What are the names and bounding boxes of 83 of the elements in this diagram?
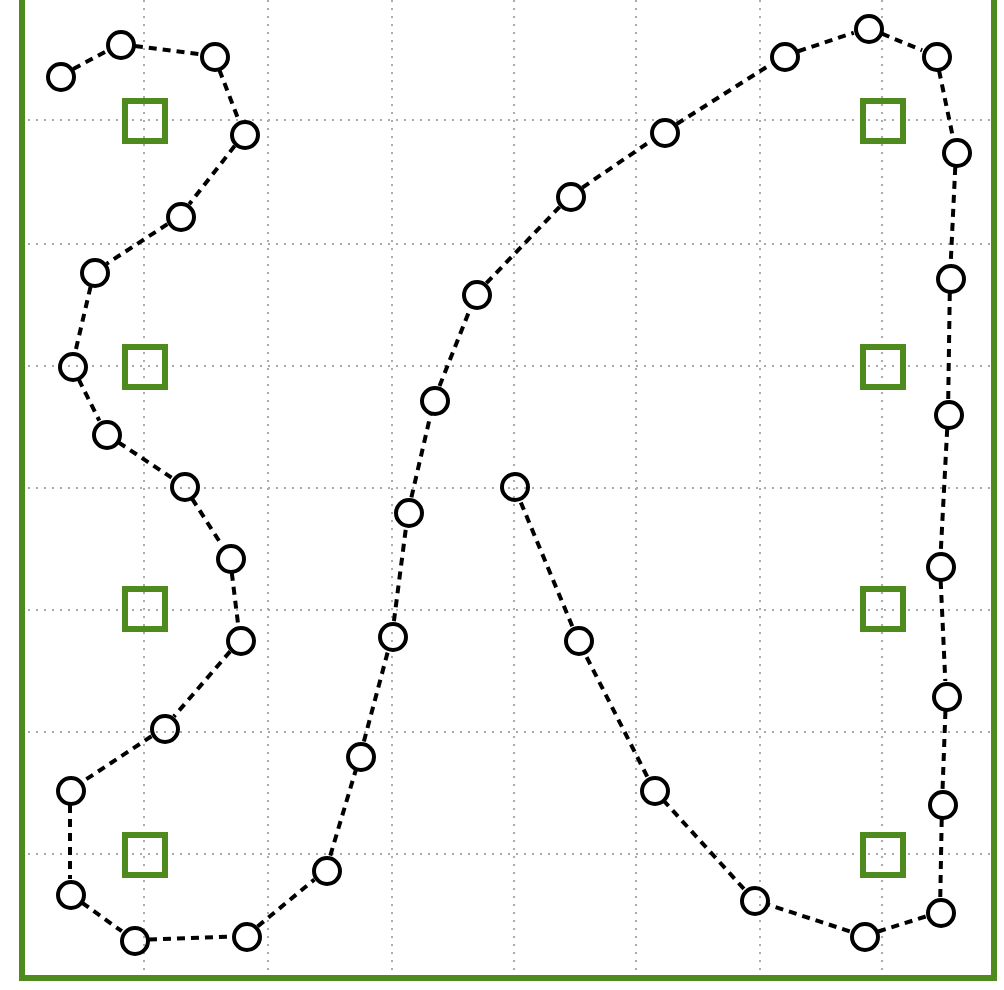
path-segment xyxy=(797,30,855,54)
path-segment xyxy=(148,934,232,942)
waypoint-circle xyxy=(849,921,879,951)
waypoint-circle xyxy=(225,625,255,655)
waypoint-circle xyxy=(165,201,195,231)
landmark-square xyxy=(859,343,905,389)
path-segment xyxy=(937,70,955,138)
landmark-square xyxy=(859,585,905,631)
path-segment xyxy=(76,378,102,422)
waypoint-circle xyxy=(935,263,965,293)
path-segment xyxy=(117,440,173,480)
path-segment xyxy=(938,580,948,682)
path-segment xyxy=(675,62,773,126)
path-segment xyxy=(938,818,944,898)
waypoint-circle xyxy=(57,351,87,381)
waypoint-circle xyxy=(231,921,261,951)
path-segment xyxy=(484,205,562,285)
waypoint-circle xyxy=(555,181,585,211)
waypoint-circle xyxy=(499,471,529,501)
waypoint-circle xyxy=(563,625,593,655)
waypoint-circle xyxy=(229,119,259,149)
waypoint-circle xyxy=(345,741,375,771)
path-segment xyxy=(328,769,358,857)
waypoint-circle xyxy=(91,419,121,449)
path-segment xyxy=(881,31,923,53)
waypoint-circle xyxy=(739,885,769,915)
path-segment xyxy=(948,166,958,264)
waypoint-circle xyxy=(79,257,109,287)
waypoint-circle xyxy=(921,41,951,71)
path-segment xyxy=(81,901,123,933)
path-segment xyxy=(877,914,927,934)
waypoint-circle xyxy=(941,137,971,167)
path-segment xyxy=(938,428,950,552)
waypoint-circle xyxy=(931,681,961,711)
waypoint-circle xyxy=(45,61,75,91)
path-segment xyxy=(81,734,153,784)
path-segment xyxy=(72,49,108,71)
waypoint-circle xyxy=(461,279,491,309)
path-segment xyxy=(940,710,948,790)
waypoint-circle xyxy=(393,497,423,527)
path-segment xyxy=(946,292,952,400)
path-segment xyxy=(391,526,409,622)
waypoint-circle xyxy=(119,925,149,955)
path-segment xyxy=(581,138,653,190)
waypoint-circle xyxy=(925,551,955,581)
landmark-square xyxy=(859,831,905,877)
path-segment xyxy=(662,799,746,891)
waypoint-circle xyxy=(927,789,957,819)
landmark-square xyxy=(859,97,905,143)
waypoint-circle xyxy=(853,13,883,43)
waypoint-circle xyxy=(925,897,955,927)
path-segment xyxy=(187,144,237,206)
path-segment xyxy=(73,286,93,352)
path-segment xyxy=(134,43,200,57)
path-segment xyxy=(229,572,241,626)
waypoint-circle xyxy=(169,471,199,501)
waypoint-circle xyxy=(419,385,449,415)
landmark-square xyxy=(121,343,167,389)
waypoint-circle xyxy=(639,775,669,805)
path-segment xyxy=(256,878,316,928)
path-segment xyxy=(105,222,169,266)
path-segment xyxy=(437,307,473,387)
path-segment xyxy=(190,497,224,547)
waypoint-circle xyxy=(377,621,407,651)
waypoint-circle xyxy=(199,41,229,71)
waypoint-circle xyxy=(649,117,679,147)
waypoint-circle xyxy=(55,879,85,909)
waypoint-circle xyxy=(149,713,179,743)
waypoint-circle xyxy=(933,399,963,429)
landmark-square xyxy=(121,585,167,631)
waypoint-circle xyxy=(311,855,341,885)
path-segment xyxy=(583,652,649,778)
landmark-square xyxy=(121,97,167,143)
path-segment xyxy=(68,805,72,879)
waypoint-circle xyxy=(105,29,135,59)
path-segment xyxy=(217,69,241,121)
path-segment xyxy=(172,650,232,718)
waypoint-circle xyxy=(55,775,85,805)
waypoint-circle xyxy=(769,41,799,71)
path-segment xyxy=(361,649,391,743)
path-segment xyxy=(517,499,575,627)
landmark-square xyxy=(121,831,167,877)
waypoint-circle xyxy=(215,543,245,573)
